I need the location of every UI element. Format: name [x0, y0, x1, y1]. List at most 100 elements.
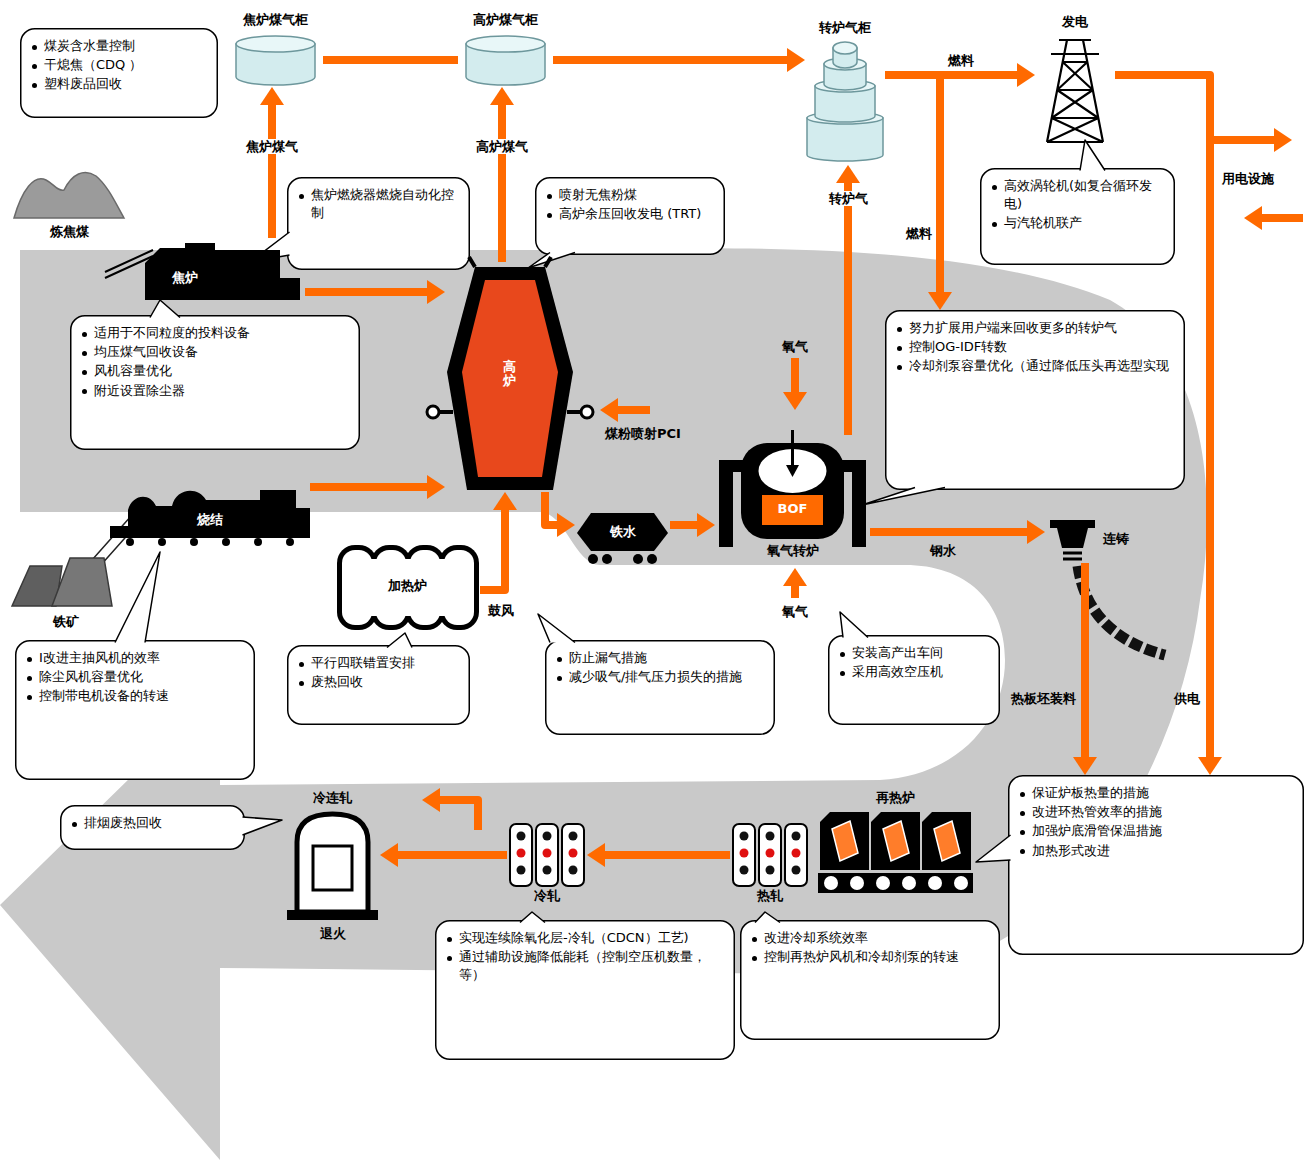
shape-part [536, 824, 558, 886]
callout-text: 焦炉燃烧器燃烧自动化控制 [311, 187, 454, 220]
flow-arrow [323, 60, 458, 61]
text-holder: 热轧 [730, 888, 810, 904]
label-holder: 煤粉喷射PCI [605, 425, 681, 443]
connector [1081, 563, 1089, 759]
callout-text: 干熄焦（CDQ ） [44, 57, 142, 72]
callout-text: 平行四联错置安排 [311, 655, 415, 670]
flow-arrow [480, 492, 517, 590]
shape-part [581, 406, 593, 418]
bullet-item: 风机容量优化 [80, 362, 350, 380]
bullet-item: 喷射无焦粉煤 [545, 186, 715, 204]
connector [396, 851, 507, 859]
shape-part [832, 821, 858, 861]
shape-part [883, 821, 909, 861]
connector [670, 521, 699, 529]
shape-part [902, 876, 916, 890]
shape-part [824, 876, 838, 890]
callout-outline [288, 178, 470, 270]
gas-holder: 高炉煤气柜 [458, 12, 553, 87]
flow-arrow [260, 87, 284, 238]
bullet-dot [897, 365, 902, 370]
arrow-head [427, 475, 445, 499]
bullet-dot [32, 64, 37, 69]
callout-text: 努力扩展用户端来回收更多的转炉气 [909, 320, 1117, 335]
node-shape [818, 790, 973, 895]
flow-label: 用电设施 [1222, 171, 1274, 186]
callout-tail [528, 253, 575, 269]
callout-box: 努力扩展用户端来回收更多的转炉气控制OG-IDF转数冷却剂泵容量优化（通过降低压… [885, 310, 1185, 490]
shape-part [577, 513, 668, 551]
bullet-item: 加热形式改进 [1018, 842, 1294, 860]
gas-holder: 转炉气柜 [805, 20, 885, 165]
node-shape [105, 238, 305, 303]
bullet-dot [82, 332, 87, 337]
text-holder: 焦炉煤气柜 [228, 12, 323, 28]
text-holder: 再热炉 [818, 790, 973, 806]
bullet-item: 废热回收 [297, 673, 460, 691]
text-holder: 烧结 [185, 512, 235, 528]
power-plant: 发电 [1035, 14, 1115, 144]
callout-text: 控制再热炉风机和冷却剂泵的转速 [764, 949, 959, 964]
oxygen-arrow-head [783, 392, 807, 410]
equipment-label: 烧结 [185, 512, 235, 528]
text-holder: 高炉煤气柜 [458, 12, 553, 28]
callout-text: 保证炉板热量的措施 [1032, 785, 1149, 800]
rolling-mill: 冷轧 [507, 822, 587, 907]
callout-text: 高效涡轮机(如复合循环发电) [1004, 178, 1152, 211]
shape-part [543, 849, 552, 858]
oxygen-arrow [791, 358, 799, 394]
raw-material-pile: 炼焦煤 [12, 160, 127, 245]
flow-arrow [310, 475, 445, 499]
callout-box: 保证炉板热量的措施改进环热管效率的措施加强炉底滑管保温措施加热形式改进 [1008, 775, 1304, 955]
node-shape [1035, 14, 1115, 144]
shape-part [954, 876, 968, 890]
callout-text: 附近设置除尘器 [94, 383, 185, 398]
text-holder: 冷连轧 [285, 790, 380, 806]
bullet-item: 安装高产出车间 [838, 644, 990, 662]
bullet-dot [752, 937, 757, 942]
connector [480, 508, 505, 590]
bullet-item: 塑料废品回收 [30, 75, 208, 93]
shape-part [562, 824, 584, 886]
edge-label: 鼓风 [488, 603, 514, 618]
equipment-label: 冷连轧 [285, 790, 380, 806]
shape-part [759, 824, 781, 886]
bullet-dot [32, 45, 37, 50]
shape-part [647, 554, 657, 564]
bullet-dot [82, 370, 87, 375]
shape-part [517, 849, 526, 858]
connector [870, 528, 1029, 536]
edge-label: 供电 [1174, 691, 1200, 706]
bullet-dot [1020, 811, 1025, 816]
text-holder: 焦炉 [155, 270, 215, 286]
equipment-label: 铁矿 [8, 614, 123, 630]
bullet-dot [992, 185, 997, 190]
bullet-dot [27, 676, 32, 681]
pci-arrow [616, 406, 650, 414]
annealing-unit: 冷连轧退火 [285, 790, 380, 947]
oxygen-arrow [791, 584, 799, 598]
bullet-dot [752, 956, 757, 961]
text-holder: 冷轧 [507, 888, 587, 904]
callout-box: 实现连续除氧化层-冷轧（CDCN）工艺)通过辅助设施降低能耗（控制空压机数量，等… [435, 920, 735, 1060]
continuous-caster: 连铸 [1045, 518, 1155, 563]
shape-part [254, 538, 262, 546]
shape-part [427, 406, 439, 418]
label-holder: 用电设施 [1222, 170, 1274, 188]
shape-part [437, 410, 583, 414]
callout-text: 适用于不同粒度的投料设备 [94, 325, 250, 340]
arrow-head [697, 513, 715, 537]
callout-text: 控制OG-IDF转数 [909, 339, 1007, 354]
bullet-item: 均压煤气回收设备 [80, 343, 350, 361]
shape-part [469, 257, 551, 267]
shape-part [766, 849, 775, 858]
oxygen-arrow-head [783, 568, 807, 586]
shape-part [791, 430, 794, 467]
bullet-dot [1020, 830, 1025, 835]
callout-tail [840, 612, 868, 638]
callout-outline [546, 641, 775, 735]
shape-part [818, 873, 973, 893]
shape-part [543, 866, 552, 875]
equipment-label: BOF [765, 501, 820, 517]
